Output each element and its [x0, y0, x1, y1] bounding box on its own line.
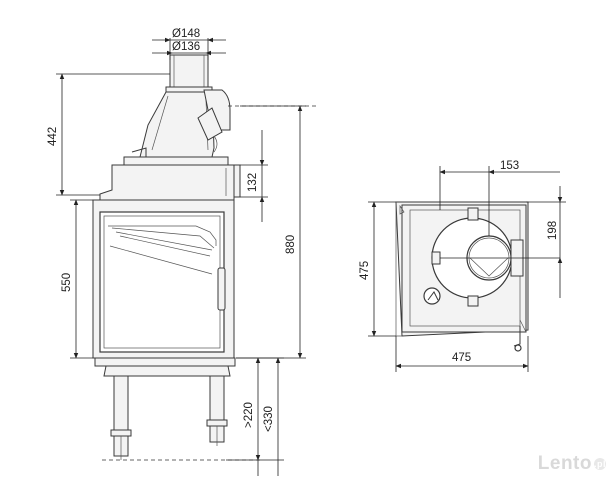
plan-view [395, 166, 560, 352]
dim-leg-min: >220 [243, 402, 255, 428]
watermark-brand: Lento [537, 453, 592, 474]
top-plate [123, 156, 229, 166]
plan-air-control [423, 287, 441, 305]
watermark-suffix: .pl [594, 457, 606, 470]
base-plate [94, 357, 236, 367]
front-dimensions [56, 37, 306, 476]
dim-collar-height: 132 [247, 173, 259, 192]
front-view [92, 54, 316, 461]
watermark-logo: Lento.pl [538, 453, 606, 475]
flue-pipe [169, 54, 209, 88]
firebox-casing-upper [99, 164, 235, 201]
dim-plan-depth: 475 [359, 261, 371, 280]
dim-flue-offset-x: 153 [500, 160, 519, 172]
dim-flue-outer: Ø148 [172, 28, 200, 40]
leg-right [209, 375, 225, 421]
dim-total-height: 880 [285, 235, 297, 254]
dim-door-height: 550 [61, 273, 73, 292]
dim-top-height: 442 [47, 127, 59, 146]
leg-left [113, 375, 129, 431]
glass-panel [99, 211, 225, 353]
dim-leg-max: <330 [263, 406, 275, 432]
door-handle [217, 267, 226, 311]
plan-dimensions [368, 166, 566, 372]
dim-plan-width: 475 [452, 352, 471, 364]
dim-flue-inner: Ø136 [172, 41, 200, 53]
dim-flue-offset-y: 198 [547, 221, 559, 240]
